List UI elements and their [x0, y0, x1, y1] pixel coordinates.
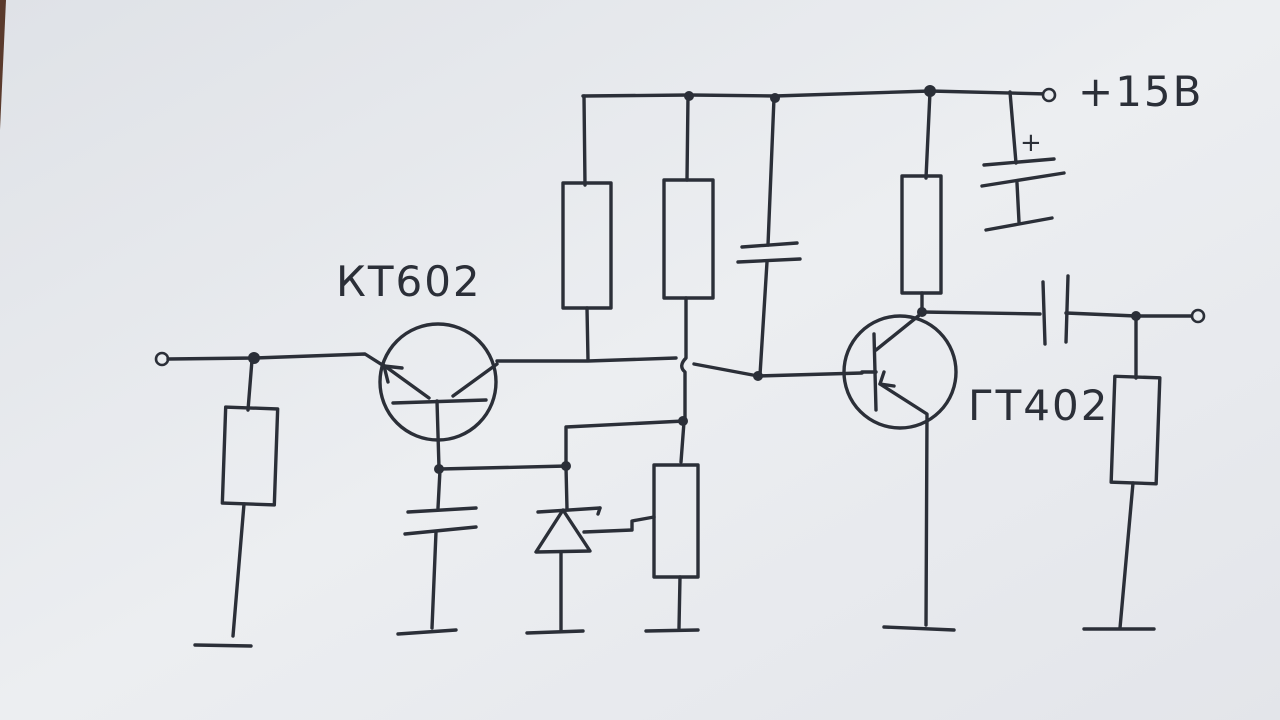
electrolytic-capacitor-c2: + — [980, 90, 1066, 232]
output-terminal — [1190, 308, 1206, 324]
transistor-t2-label: ГТ402 — [968, 381, 1109, 430]
capacitor-c3 — [396, 468, 478, 636]
input-network — [154, 351, 386, 648]
resistor-r3 — [900, 90, 943, 317]
bias-network — [438, 419, 686, 471]
polarity-mark: + — [1020, 128, 1042, 158]
output-network — [920, 274, 1206, 631]
supply-terminal — [1041, 87, 1057, 103]
input-terminal — [154, 351, 170, 367]
resistor-r1 — [561, 94, 613, 362]
transistor-t1-label: КТ602 — [336, 257, 482, 306]
interstage-wire — [495, 356, 864, 378]
transistor-t1 — [378, 322, 499, 474]
potentiometer — [582, 463, 700, 633]
zener-diode — [525, 465, 602, 635]
transistor-t2 — [842, 311, 958, 632]
supply-voltage-label: +15В — [1078, 67, 1203, 116]
